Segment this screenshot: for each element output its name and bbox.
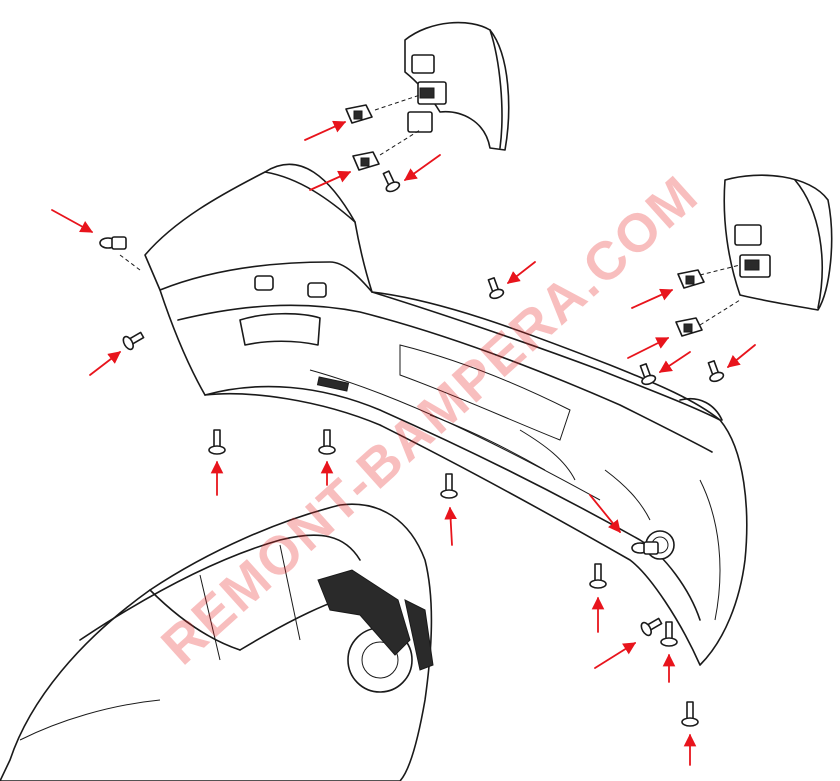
rear-bumper: [119, 163, 748, 666]
right-tail-lamp: [699, 174, 833, 326]
bumper-fastener-bolt: [99, 104, 725, 727]
car-outline: [0, 503, 434, 781]
left-tail-lamp: [374, 21, 510, 156]
fastener-arrows: [51, 120, 756, 766]
